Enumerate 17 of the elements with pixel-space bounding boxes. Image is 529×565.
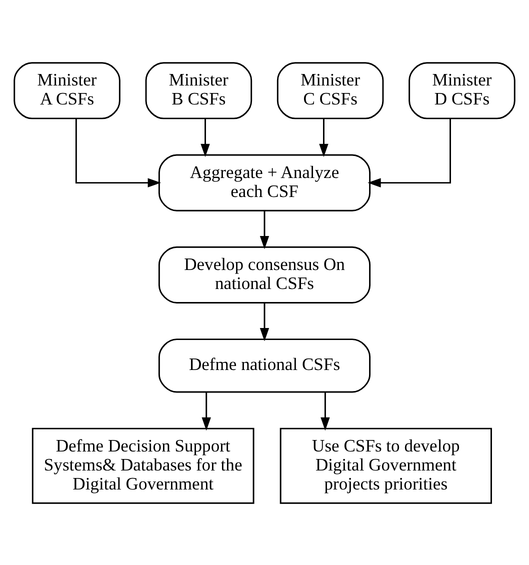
arrow <box>75 118 161 187</box>
node-box: Minister C CSFs <box>276 62 384 119</box>
arrow <box>200 118 210 157</box>
arrow <box>368 118 451 187</box>
node-box: Minister A CSFs <box>14 62 120 119</box>
node-box: Defme national CSFs <box>158 338 371 392</box>
arrow <box>260 210 270 249</box>
arrow <box>202 392 211 430</box>
node-box: Use CSFs to develop Digital Government projects priorities <box>280 427 492 504</box>
node-box: Aggregate + Analyze each CSF <box>158 154 371 211</box>
arrow <box>319 118 328 157</box>
node-box: Minister D CSFs <box>408 62 516 119</box>
arrow <box>260 302 270 341</box>
node-box: Develop consensus On national CSFs <box>158 246 371 303</box>
node-box: Minister B CSFs <box>145 62 252 119</box>
node-box: Defme Decision Support Systems& Databases for the Digital Government <box>32 427 254 504</box>
arrow <box>320 392 330 430</box>
